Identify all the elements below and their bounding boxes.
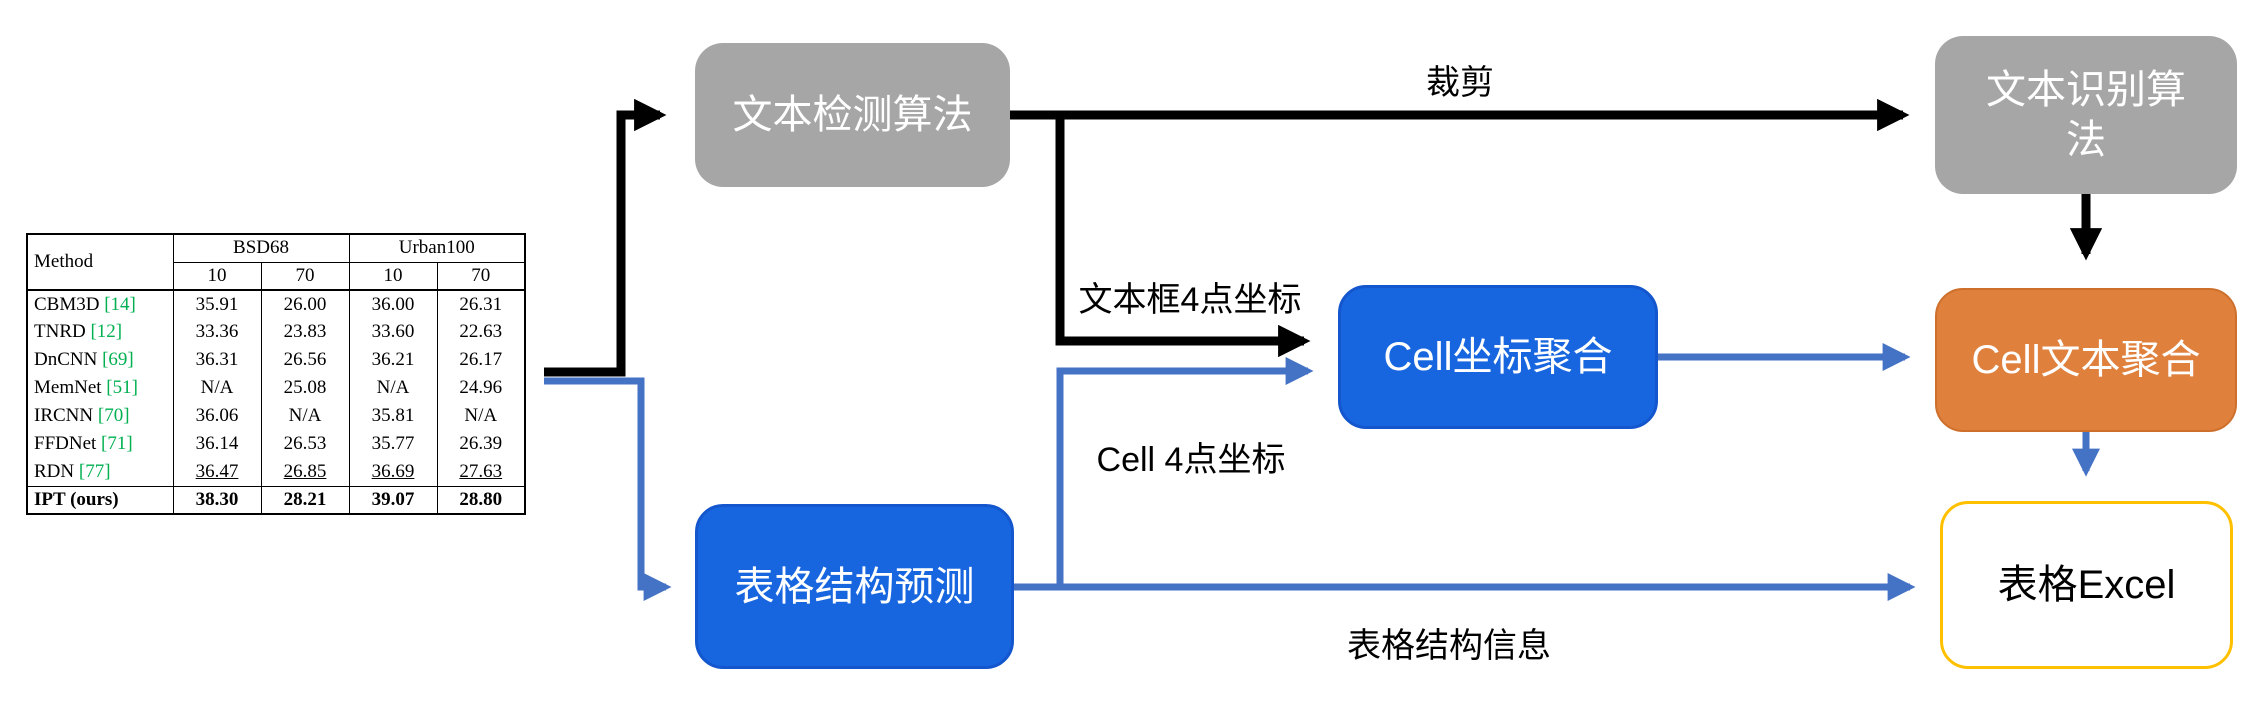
table-subheader: 70 bbox=[437, 262, 525, 291]
table-cell: N/A bbox=[349, 374, 438, 402]
table-cell: N/A bbox=[464, 405, 498, 426]
table-cell: 27.63 bbox=[459, 460, 503, 482]
table-header-method: Method bbox=[27, 234, 174, 291]
node-table-structure-prediction: 表格结构预测 bbox=[695, 504, 1014, 669]
citation: [51] bbox=[106, 377, 138, 398]
table-cell: 36.21 bbox=[349, 346, 438, 374]
table-row: IPT (ours) 38.30 28.21 39.07 28.80 bbox=[27, 485, 525, 514]
method-name: DnCNN bbox=[34, 349, 98, 370]
node-text-detection: 文本检测算法 bbox=[695, 43, 1010, 187]
node-table-excel: 表格Excel bbox=[1940, 501, 2233, 669]
method-name: RDN bbox=[34, 460, 75, 482]
citation: [14] bbox=[104, 293, 136, 315]
edge-label-crop: 裁剪 bbox=[1426, 64, 1494, 102]
table-cell: 35.91 bbox=[173, 290, 262, 318]
table-header-bsd68: BSD68 bbox=[173, 234, 350, 263]
edge-label-table-structure-info: 表格结构信息 bbox=[1347, 627, 1551, 665]
table-cell: 26.56 bbox=[261, 346, 350, 374]
table-row: MemNet [51] N/A 25.08 N/A 24.96 bbox=[27, 374, 525, 402]
edge-detection-to-cellcoord bbox=[1055, 115, 1311, 358]
table-cell: 28.21 bbox=[261, 485, 350, 514]
citation: [12] bbox=[90, 321, 123, 342]
table-cell: 38.30 bbox=[173, 485, 262, 514]
table-cell: 26.31 bbox=[459, 293, 503, 315]
citation: [69] bbox=[102, 349, 134, 370]
input-results-table: Method BSD68 Urban100 10 70 10 70 CBM3D … bbox=[26, 233, 526, 515]
table-cell: 22.63 bbox=[459, 321, 503, 342]
citation: [71] bbox=[101, 433, 133, 454]
citation: [70] bbox=[97, 405, 130, 426]
table-subheader: 10 bbox=[349, 262, 438, 291]
node-cell-coordinate-aggregation: Cell坐标聚合 bbox=[1338, 285, 1658, 429]
table-cell: 35.81 bbox=[349, 402, 438, 430]
edge-table-to-detection bbox=[544, 98, 667, 377]
table-row: CBM3D [14] 35.91 26.00 36.00 26.31 bbox=[27, 290, 525, 318]
table-cell: 36.06 bbox=[173, 402, 262, 430]
citation: [77] bbox=[78, 460, 111, 482]
table-cell: 28.80 bbox=[437, 485, 525, 514]
table-subheader: 10 bbox=[173, 262, 262, 291]
table-cell: 33.60 bbox=[349, 318, 438, 346]
table-cell: 36.00 bbox=[349, 290, 438, 318]
table-row: DnCNN [69] 36.31 26.56 36.21 26.17 bbox=[27, 346, 525, 374]
method-name: CBM3D bbox=[34, 293, 100, 315]
table-cell: 36.14 bbox=[173, 430, 262, 458]
table-cell: 24.96 bbox=[459, 377, 503, 398]
table-cell: 26.39 bbox=[459, 433, 503, 454]
node-text-recognition: 文本识别算法 bbox=[1935, 36, 2237, 194]
table-cell: 39.07 bbox=[349, 485, 438, 514]
table-cell: 36.47 bbox=[173, 458, 262, 486]
table-cell: 26.17 bbox=[459, 349, 503, 370]
table-cell: 36.69 bbox=[349, 458, 438, 486]
method-name: MemNet bbox=[34, 377, 102, 398]
table-cell: 25.08 bbox=[261, 374, 350, 402]
edge-label-textbox-4point-coords: 文本框4点坐标 bbox=[1078, 281, 1302, 319]
method-name: IRCNN bbox=[34, 405, 94, 426]
table-cell: N/A bbox=[173, 374, 262, 402]
table-row: IRCNN [70] 36.06 N/A 35.81 N/A bbox=[27, 402, 525, 430]
table-row: RDN [77] 36.47 26.85 36.69 27.63 bbox=[27, 458, 525, 486]
table-header-urban100: Urban100 bbox=[349, 234, 525, 263]
method-name: TNRD bbox=[34, 321, 86, 342]
table-cell: 26.53 bbox=[261, 430, 350, 458]
table-cell: N/A bbox=[261, 402, 350, 430]
table-subheader: 70 bbox=[261, 262, 350, 291]
table-cell: 26.85 bbox=[261, 458, 350, 486]
edge-table-to-structure bbox=[544, 377, 672, 601]
table-cell: 35.77 bbox=[349, 430, 438, 458]
table-row: FFDNet [71] 36.14 26.53 35.77 26.39 bbox=[27, 430, 525, 458]
edge-label-cell-4point-coords: Cell 4点坐标 bbox=[1096, 441, 1286, 479]
node-cell-text-aggregation: Cell文本聚合 bbox=[1935, 288, 2237, 432]
table-cell: 33.36 bbox=[173, 318, 262, 346]
table-cell: 36.31 bbox=[173, 346, 262, 374]
edge-structure-to-cellcoord bbox=[1056, 357, 1314, 587]
method-name: FFDNet bbox=[34, 433, 97, 454]
table-cell: 26.00 bbox=[261, 290, 350, 318]
table-row: TNRD [12] 33.36 23.83 33.60 22.63 bbox=[27, 318, 525, 346]
method-name: IPT (ours) bbox=[34, 488, 119, 510]
table-cell: 23.83 bbox=[261, 318, 350, 346]
